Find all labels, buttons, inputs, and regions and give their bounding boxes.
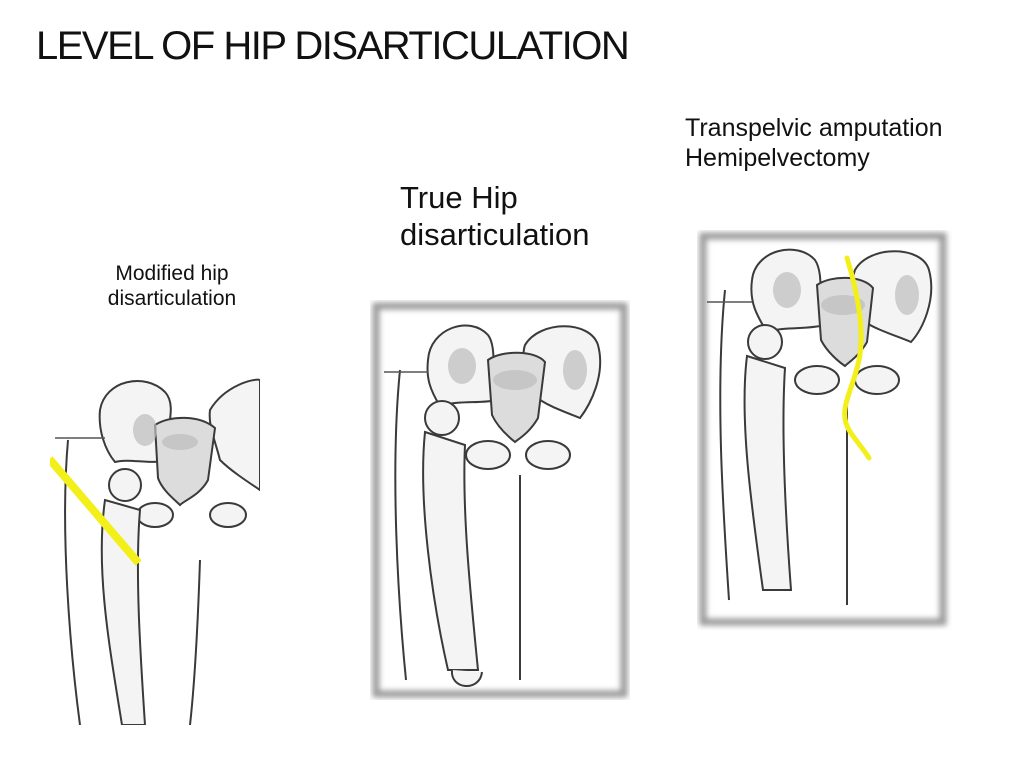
slide-title: LEVEL OF HIP DISARTICULATION [36, 24, 630, 68]
figure-frame [372, 302, 628, 698]
pelvis-drawing [719, 248, 933, 605]
caption-true-hip-disarticulation: True Hip disarticulation [400, 180, 590, 253]
figure-modified-hip-disarticulation [50, 378, 260, 725]
caption-line: Transpelvic amputation [685, 114, 943, 142]
caption-line: True Hip [400, 180, 518, 215]
cut-line-modified [50, 456, 142, 566]
pelvis-drawing [64, 378, 260, 725]
caption-line: Modified hip [115, 262, 229, 285]
figure-true-hip-disarticulation [372, 302, 628, 698]
caption-line: Hemipelvectomy [685, 143, 870, 172]
caption-line: disarticulation [400, 216, 590, 252]
cut-line-transpelvic [842, 255, 872, 461]
pelvis-shading [448, 348, 587, 390]
pelvis-shading [773, 272, 919, 315]
pelvis-shading [133, 414, 198, 450]
figure-transpelvic-amputation [699, 232, 947, 626]
caption-line: disarticulation [107, 286, 237, 310]
figure-frame [699, 232, 947, 626]
caption-transpelvic-amputation: Transpelvic amputation Hemipelvectomy [685, 114, 943, 173]
caption-modified-hip-disarticulation: Modified hip disarticulation [72, 262, 272, 312]
